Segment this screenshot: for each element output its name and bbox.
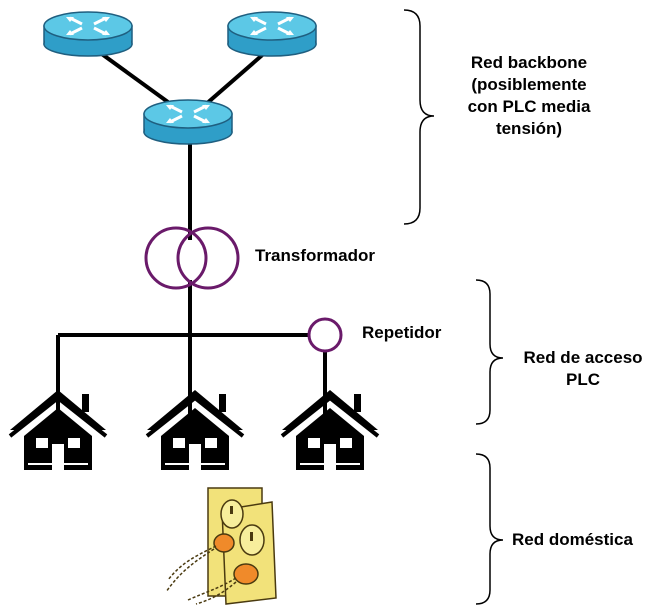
backbone-label-line: con PLC media <box>467 97 591 116</box>
router-icon <box>42 10 134 58</box>
backbone-label-line: tensión) <box>495 119 563 138</box>
transformer-label: Transformador <box>255 246 375 265</box>
transformer-icon <box>144 226 240 290</box>
backbone-label: Red backbone (posiblemente con PLC media… <box>436 52 622 140</box>
home-network-label: Red doméstica <box>512 530 633 549</box>
access-label: Red de acceso PLC <box>508 347 658 391</box>
backbone-brace <box>403 9 435 225</box>
access-label-line: Red de acceso <box>523 348 643 367</box>
house-icon <box>145 388 245 472</box>
power-outlet-icon <box>165 487 277 605</box>
house-icon <box>280 388 380 472</box>
backbone-label-line: (posiblemente <box>471 75 587 94</box>
router-icon <box>226 10 318 58</box>
access-label-line: PLC <box>566 370 600 389</box>
access-brace <box>475 279 504 425</box>
repeater-icon <box>307 317 343 353</box>
backbone-label-line: Red backbone <box>470 53 588 72</box>
repeater-label: Repetidor <box>362 323 442 342</box>
router-icon <box>142 98 234 146</box>
section-braces <box>403 9 504 605</box>
home-brace <box>475 453 504 605</box>
